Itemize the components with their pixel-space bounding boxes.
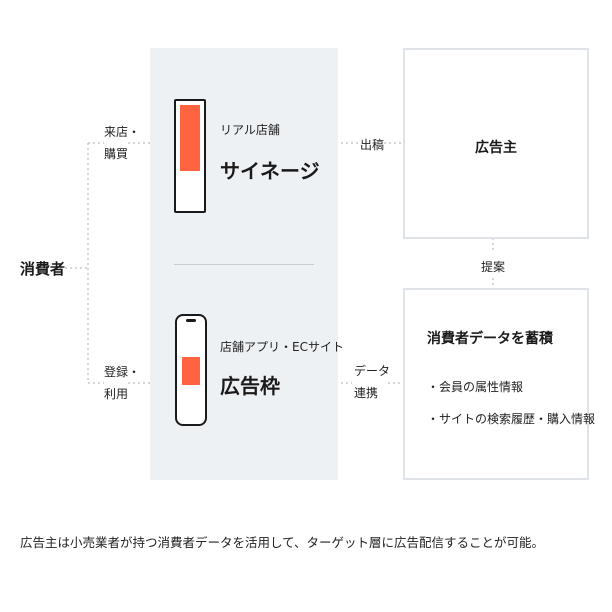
signage-icon [174,99,206,213]
data-link-label-line1: データ [354,364,391,378]
submit-label: 出稿 [360,138,385,152]
smartphone-icon [175,314,207,426]
visit-label: 来店・ 購買 [104,121,140,165]
app-ec-category: 店舗アプリ・ECサイト [220,340,344,354]
register-label: 登録・ 利用 [104,361,140,405]
register-label-line1: 登録・ [104,365,141,379]
ad-slot [182,357,200,385]
real-store-category: リアル店舗 [220,123,280,137]
advertiser-label: 広告主 [475,140,517,156]
consumer-data-title: 消費者データを蓄積 [427,331,553,347]
smartphone-speaker [186,319,196,322]
data-item-attributes: ・会員の属性情報 [427,380,524,394]
data-item-history: ・サイトの検索履歴・購入情報 [427,412,596,426]
data-link-label: データ 連携 [354,360,390,404]
data-link-label-line2: 連携 [354,386,379,400]
register-label-line2: 利用 [104,387,129,401]
visit-label-line2: 購買 [104,147,129,161]
signage-title: サイネージ [220,159,320,183]
consumer-label: 消費者 [20,260,66,278]
signage-screen [180,105,200,171]
consumer-data-box: 消費者データを蓄積 ・会員の属性情報 ・サイトの検索履歴・購入情報 [403,288,595,480]
panel-divider [174,264,314,265]
caption: 広告主は小売業者が持つ消費者データを活用して、ターゲット層に広告配信することが可… [20,535,545,550]
propose-label: 提案 [481,260,506,274]
advertiser-box: 広告主 [403,48,589,239]
ad-slot-title: 広告枠 [220,374,280,398]
visit-label-line1: 来店・ [104,125,141,139]
